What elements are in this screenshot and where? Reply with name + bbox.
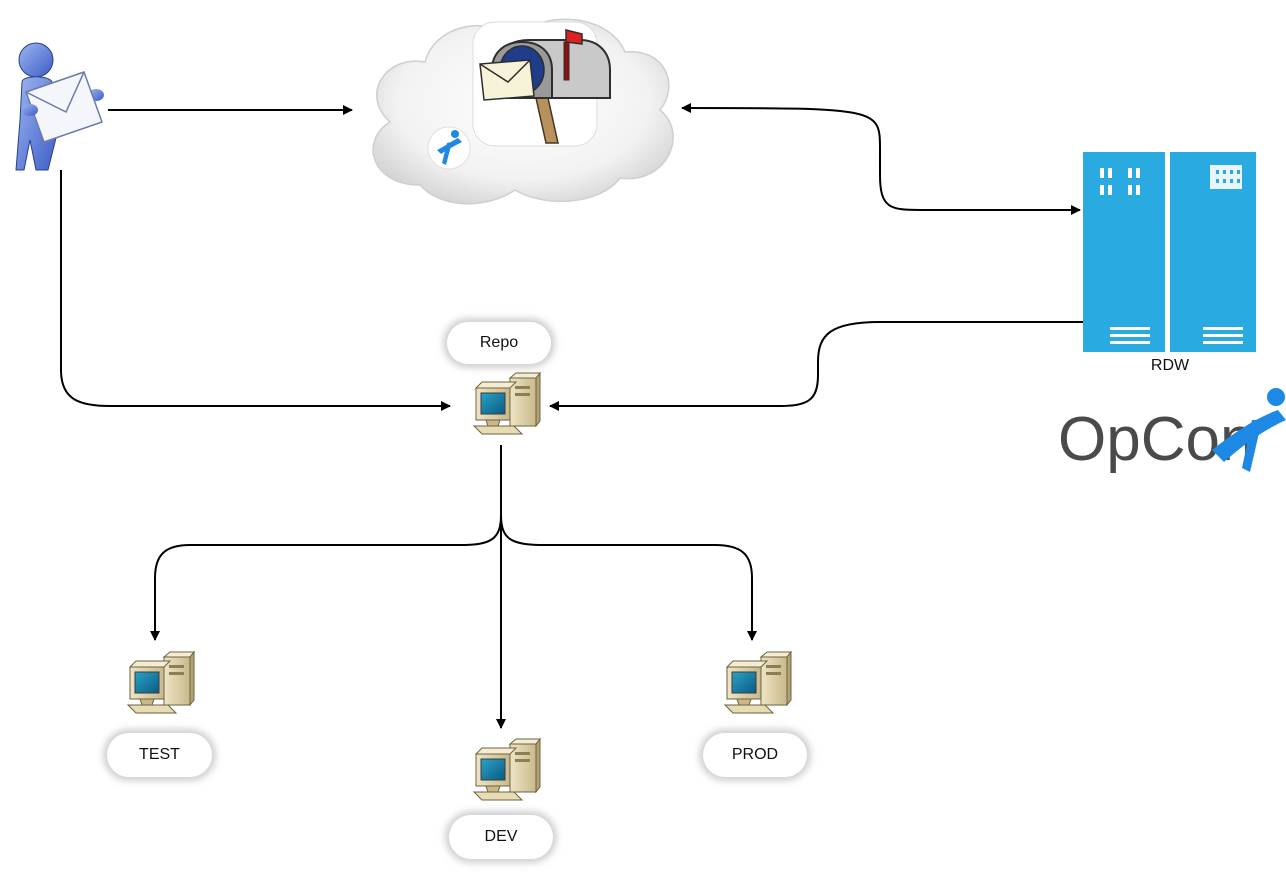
opcon-logo: OpCon	[1058, 388, 1286, 474]
prod-workstation-icon	[724, 651, 792, 714]
edge-cloud-rdw	[681, 103, 1081, 215]
edge-rdw-to-repo	[549, 321, 1083, 411]
dev-workstation-icon	[473, 738, 541, 801]
edge-user-to-repo	[60, 170, 451, 411]
edges	[60, 103, 1083, 729]
user-with-envelope-icon	[15, 42, 104, 171]
opcon-badge-icon	[437, 130, 462, 165]
opcon-figure-icon	[1212, 388, 1286, 472]
test-label: TEST	[107, 733, 212, 777]
rdw-label: RDW	[1150, 357, 1190, 374]
server-rack-icon	[1083, 152, 1256, 352]
cloud-mailbox-icon	[372, 18, 674, 205]
edge-repo-to-test	[150, 445, 502, 641]
repo-label: Repo	[447, 322, 551, 364]
repo-workstation-icon	[473, 372, 541, 435]
edge-repo-to-prod	[500, 514, 757, 641]
test-workstation-icon	[127, 651, 195, 714]
dev-label: DEV	[449, 815, 553, 859]
opcon-logo-text: OpCon	[1058, 405, 1254, 474]
prod-label: PROD	[703, 733, 807, 777]
